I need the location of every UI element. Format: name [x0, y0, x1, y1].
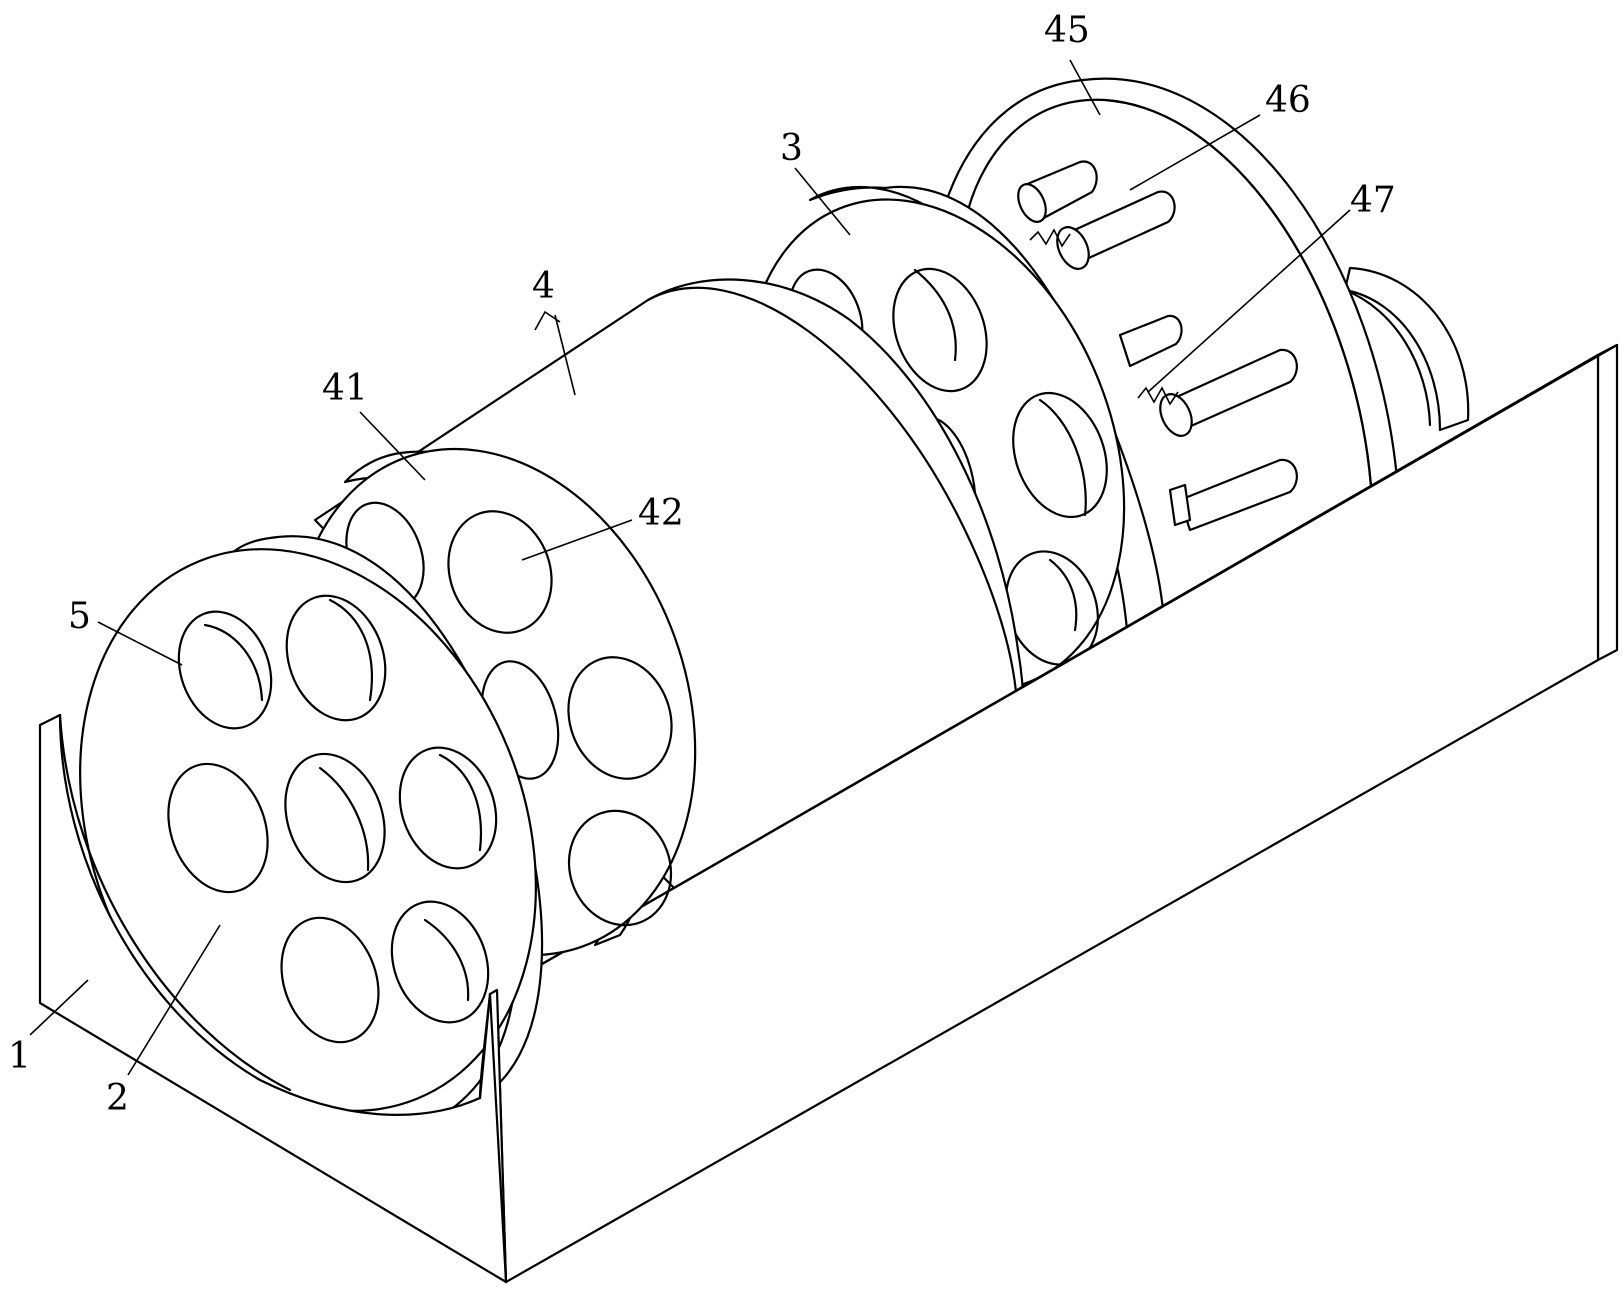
base-1-front [38, 713, 508, 1284]
label-2: 2 [106, 1078, 129, 1119]
label-41: 41 [322, 368, 368, 409]
leader-45 [1069, 59, 1101, 116]
leader-46 [1129, 114, 1261, 191]
label-47: 47 [1350, 180, 1396, 221]
leader-1 [29, 979, 89, 1036]
label-1: 1 [8, 1036, 31, 1077]
leader-2 [127, 924, 221, 1076]
disk-2 [79, 535, 544, 1112]
leader-41 [359, 411, 426, 481]
label-3: 3 [780, 128, 803, 169]
base-1 [488, 343, 1619, 1284]
reference-numerals: 1 2 3 4 5 41 42 45 46 47 [8, 10, 1396, 1119]
label-5: 5 [68, 596, 91, 637]
label-4: 4 [532, 266, 555, 307]
label-45: 45 [1044, 10, 1090, 51]
leader-5 [97, 621, 183, 666]
rods-46 [1017, 160, 1298, 532]
arrow-4 [534, 310, 561, 331]
leader-42 [521, 519, 633, 561]
label-42: 42 [638, 493, 684, 534]
disk-45 [943, 77, 1400, 502]
rear-hub [1343, 266, 1470, 432]
leader-3 [794, 167, 851, 236]
label-46: 46 [1265, 80, 1311, 121]
leader-47 [1147, 209, 1351, 393]
leader-4 [554, 314, 576, 396]
leader-lines [29, 59, 1351, 1076]
